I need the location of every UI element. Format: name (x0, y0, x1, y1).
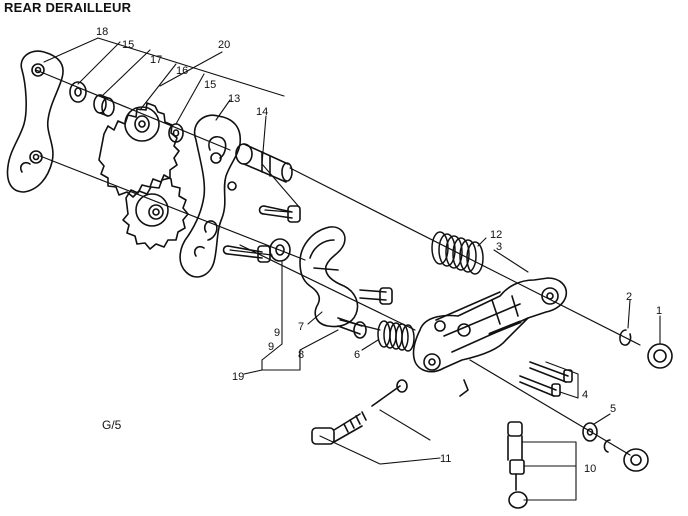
diagram-title: REAR DERAILLEUR (4, 0, 132, 15)
limit-screws (519, 361, 573, 397)
part-label-10: 10 (584, 463, 596, 475)
part-label-8: 8 (298, 349, 304, 361)
cable-adjuster (311, 379, 408, 445)
part-label-17: 17 (150, 54, 162, 66)
pivot-bolt (235, 143, 293, 183)
leader-lines (43, 37, 661, 501)
part-label-7: 7 (298, 321, 304, 333)
upper-bushing (93, 94, 115, 117)
part-label-2: 2 (626, 291, 632, 303)
part-label-20: 20 (218, 39, 230, 51)
part-label-9b: 9 (268, 341, 274, 353)
part-label-13: 13 (228, 93, 240, 105)
end-nut (647, 343, 673, 369)
lower-pulley (122, 174, 189, 250)
upper-cage-screw (258, 205, 301, 223)
main-spring (431, 231, 484, 275)
part-label-16: 16 (176, 65, 188, 77)
spacer-nut (269, 238, 291, 262)
mounting-bolt (459, 379, 528, 509)
part-label-5: 5 (610, 403, 616, 415)
part-label-18: 18 (96, 26, 108, 38)
cage-knuckle (299, 226, 393, 339)
part-label-1: 1 (656, 305, 662, 317)
part-label-9a: 9 (274, 327, 280, 339)
part-labels: 18 15 17 20 16 15 13 14 12 3 2 1 7 9 9 8… (96, 26, 662, 475)
part-label-3: 3 (496, 241, 502, 253)
part-label-14: 14 (256, 106, 268, 118)
outer-cage-plate (6, 50, 64, 193)
derailleur-body (412, 277, 568, 373)
clip-ring (619, 329, 632, 346)
part-label-15a: 15 (122, 39, 134, 51)
lower-cage-screw (222, 245, 271, 263)
part-label-4: 4 (582, 389, 588, 401)
part-label-19: 19 (232, 371, 244, 383)
part-label-11: 11 (440, 453, 451, 465)
part-label-12: 12 (490, 229, 502, 241)
lower-washer (582, 422, 611, 453)
part-label-15b: 15 (204, 79, 216, 91)
part-label-6: 6 (354, 349, 360, 361)
inner-cage-plate (179, 114, 242, 278)
axis-lines (35, 69, 641, 456)
upper-washer (69, 81, 87, 103)
lower-nut (623, 448, 649, 472)
small-spring (377, 320, 415, 352)
diagram-code: G/5 (102, 418, 122, 432)
upper-pulley (98, 102, 180, 198)
